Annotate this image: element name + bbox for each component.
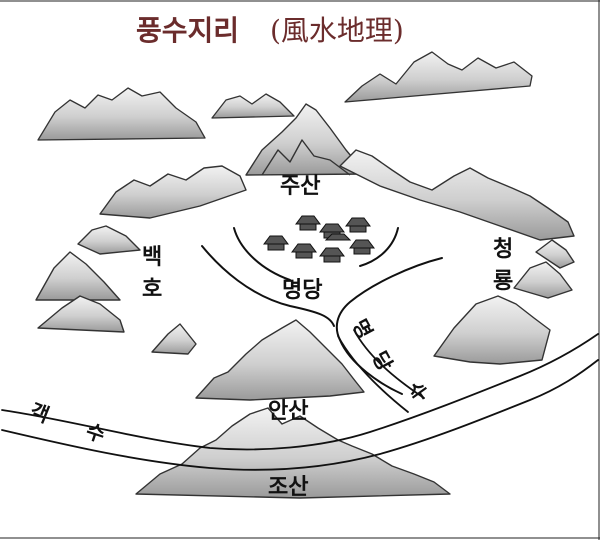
house-icon	[319, 247, 345, 263]
house-icon	[291, 243, 317, 259]
title-korean: 풍수지리	[136, 14, 239, 47]
gaeksu-river	[1, 329, 599, 471]
ansan-mountain	[195, 319, 365, 401]
label-baekho-1: 백	[142, 245, 162, 270]
baekho-range	[35, 165, 247, 355]
label-cheongryong-1: 청	[493, 237, 513, 262]
label-gaeksu-1: 객	[27, 398, 53, 427]
house-icon	[349, 239, 375, 255]
house-icon	[263, 235, 289, 251]
house-icon	[345, 217, 371, 233]
label-cheongryong-2: 룡	[493, 269, 513, 294]
label-baekho-2: 호	[142, 277, 162, 302]
label-myeongdang: 명당	[282, 278, 322, 303]
top-middle-range	[211, 93, 295, 119]
village-houses	[263, 215, 375, 263]
house-icon	[324, 233, 352, 241]
label-ansan: 안산	[268, 399, 308, 424]
label-josan: 조산	[268, 475, 308, 500]
top-left-range	[37, 87, 206, 141]
house-icon	[295, 215, 321, 231]
label-jusan: 주산	[280, 174, 320, 199]
title-hanja: (風水地理)	[270, 14, 404, 47]
stream-lines	[201, 227, 443, 395]
label-myeongdangsu-2: 당	[368, 347, 398, 375]
label-gaeksu-2: 수	[83, 419, 108, 448]
cheongryong-range	[339, 149, 575, 365]
top-right-range	[344, 51, 533, 103]
label-myeongdangsu-1: 명	[348, 315, 378, 343]
label-myeongdangsu-3: 수	[404, 377, 433, 407]
